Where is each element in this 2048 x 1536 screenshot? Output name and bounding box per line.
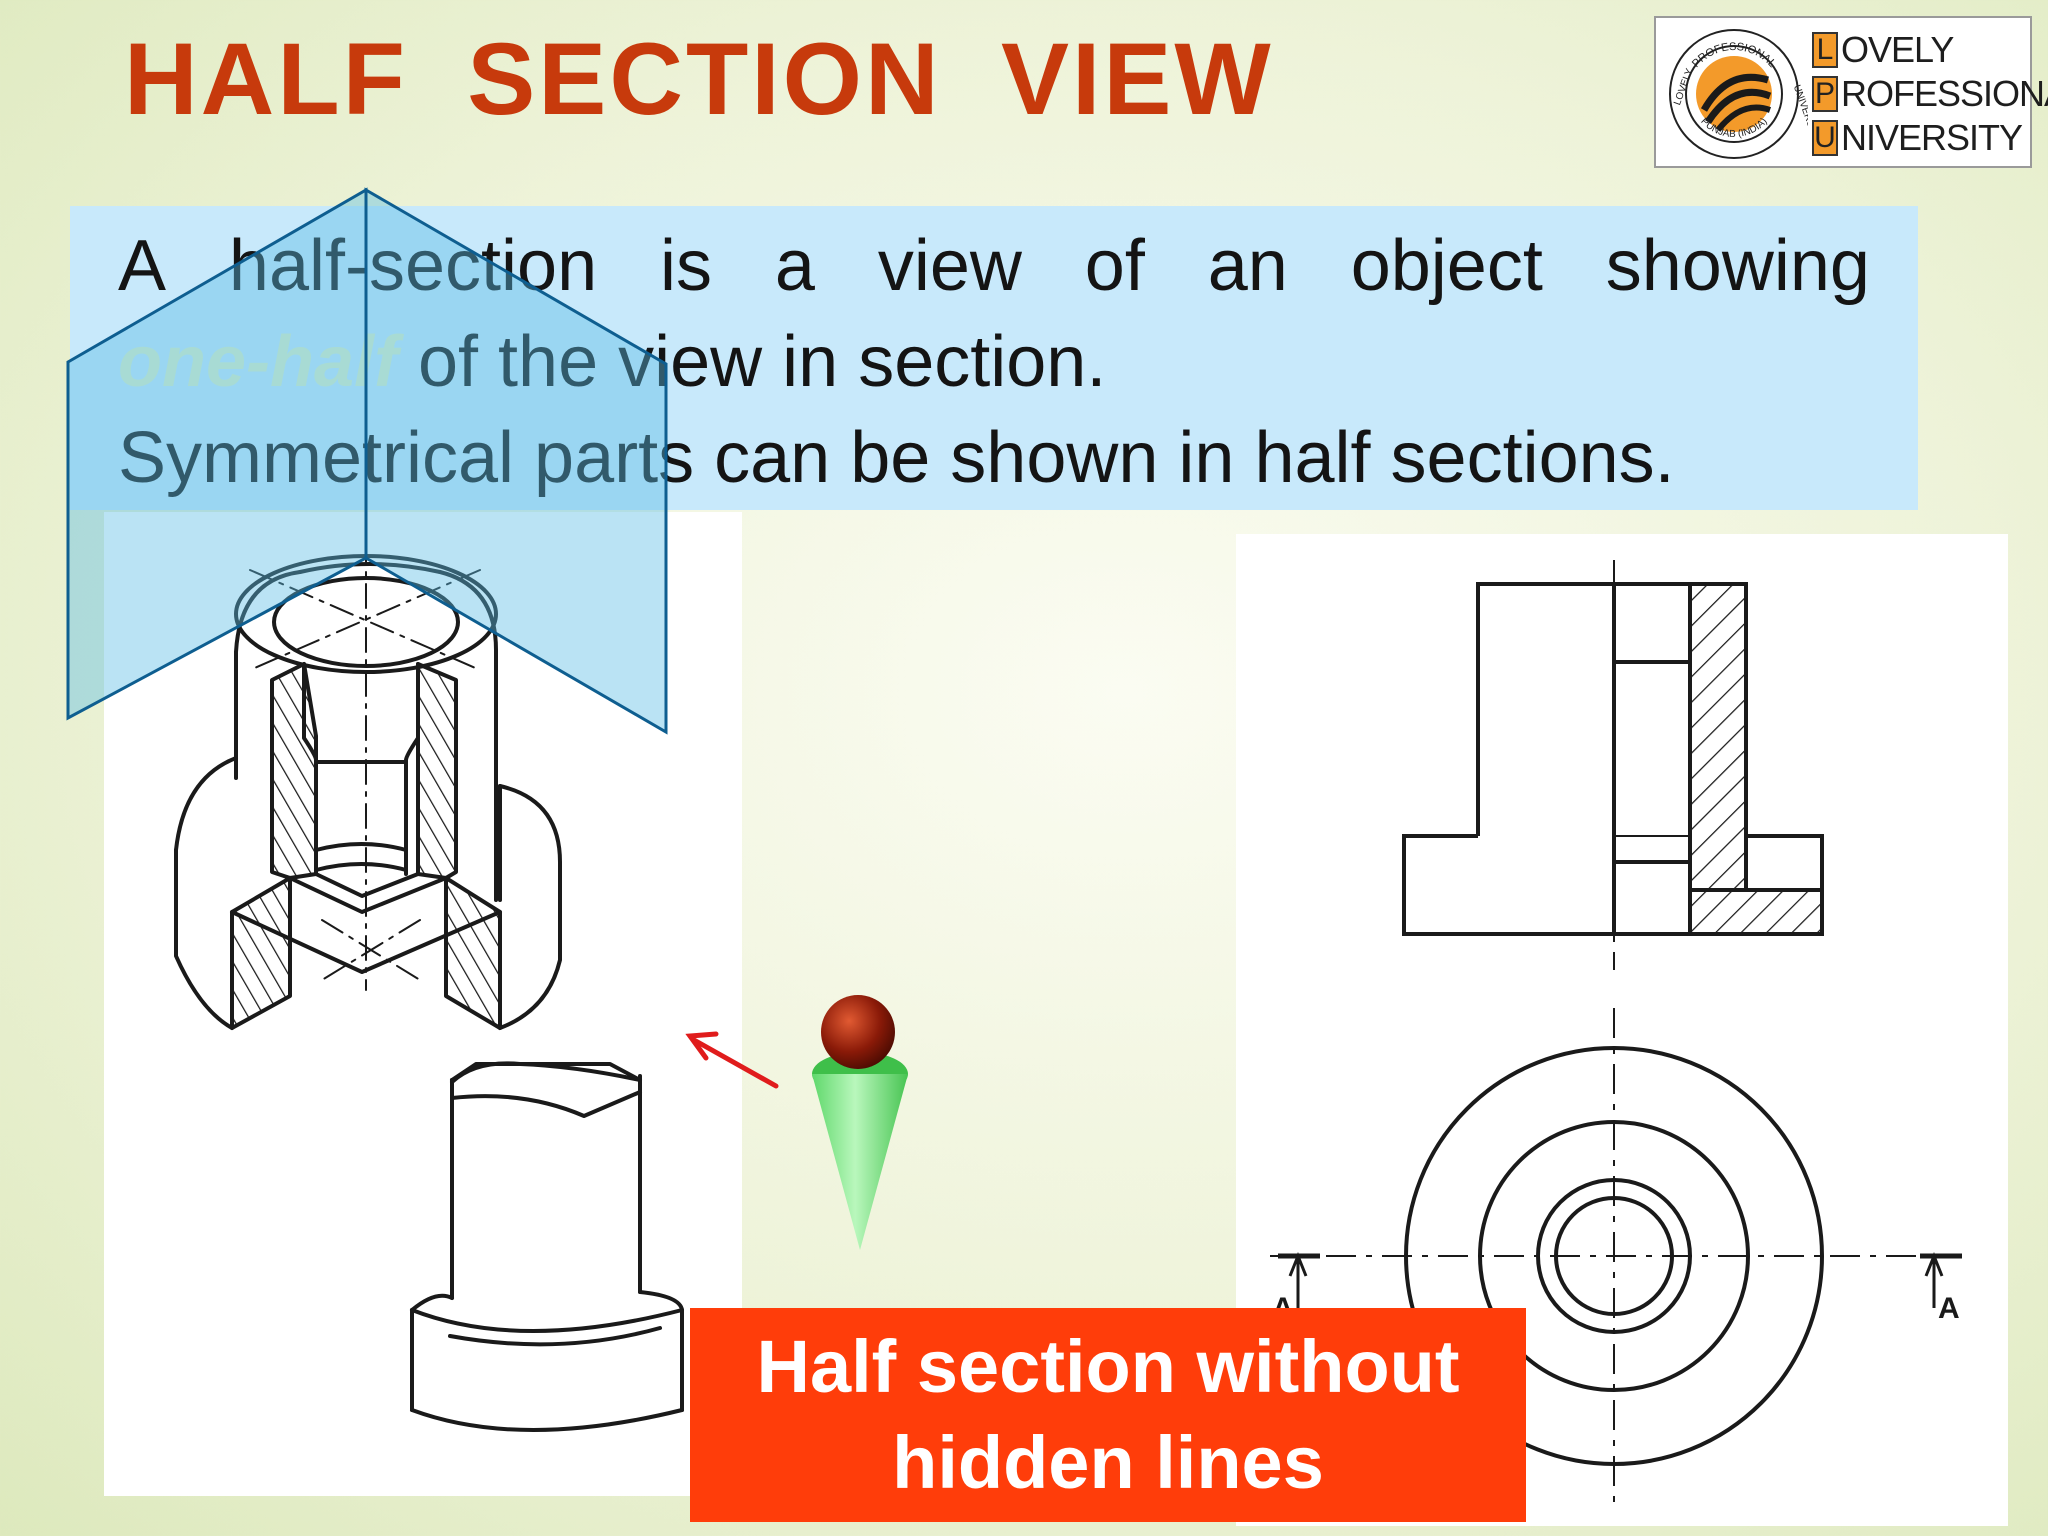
logo-letter-p: P (1812, 76, 1838, 112)
view-direction-arrow-icon (685, 1031, 779, 1089)
definition-word: view (877, 226, 1022, 306)
definition-line-2: one-half of the view in section. (118, 314, 1870, 410)
logo-row-professional: P ROFESSIONAL (1812, 72, 2048, 116)
university-logo: PROFESSIONAL LOVELY UNIVERSITY PUNJAB (I… (1654, 16, 2048, 168)
definition-highlight: one-half (118, 322, 398, 402)
section-label-right: A (1938, 1292, 1960, 1325)
isometric-sectioned-part (174, 539, 562, 1030)
caption-banner: Half section without hidden lines (690, 1308, 1526, 1522)
logo-wordmark: L OVELY P ROFESSIONAL U NIVERSITY (1812, 28, 2048, 160)
slide-title: HALF SECTION VIEW (124, 22, 1274, 136)
definition-word: an (1207, 226, 1288, 306)
definition-word: object (1350, 226, 1543, 306)
definition-word: half-section (228, 226, 598, 306)
definition-box: A half-section is a view of an object sh… (70, 206, 1918, 510)
isometric-removed-quarter (410, 1061, 684, 1432)
logo-letter-l: L (1812, 32, 1838, 68)
front-view-half-section (1402, 560, 1824, 970)
logo-word-niversity: NIVERSITY (1841, 117, 2023, 158)
logo-row-lovely: L OVELY (1812, 28, 2048, 72)
definition-word: of (1084, 226, 1145, 306)
viewer-eye-icon (812, 995, 908, 1250)
definition-word: is (660, 226, 713, 306)
logo-word-rofessional: ROFESSIONAL (1841, 73, 2048, 114)
definition-word: A (118, 226, 167, 306)
top-view (1270, 1008, 1962, 1510)
definition-word: showing (1605, 226, 1870, 306)
definition-word: a (774, 226, 815, 306)
logo-letter-u: U (1812, 120, 1838, 156)
cutting-planes (66, 187, 668, 735)
definition-line-3: Symmetrical parts can be shown in half s… (118, 418, 1675, 498)
logo-word-ovely: OVELY (1841, 29, 1954, 70)
lpu-seal-icon: PROFESSIONAL LOVELY UNIVERSITY PUNJAB (I… (1669, 29, 1808, 159)
definition-line-2-rest: of the view in section. (397, 322, 1107, 402)
definition-line-1: A half-section is a view of an object sh… (118, 218, 1870, 314)
logo-row-university: U NIVERSITY (1812, 116, 2048, 160)
